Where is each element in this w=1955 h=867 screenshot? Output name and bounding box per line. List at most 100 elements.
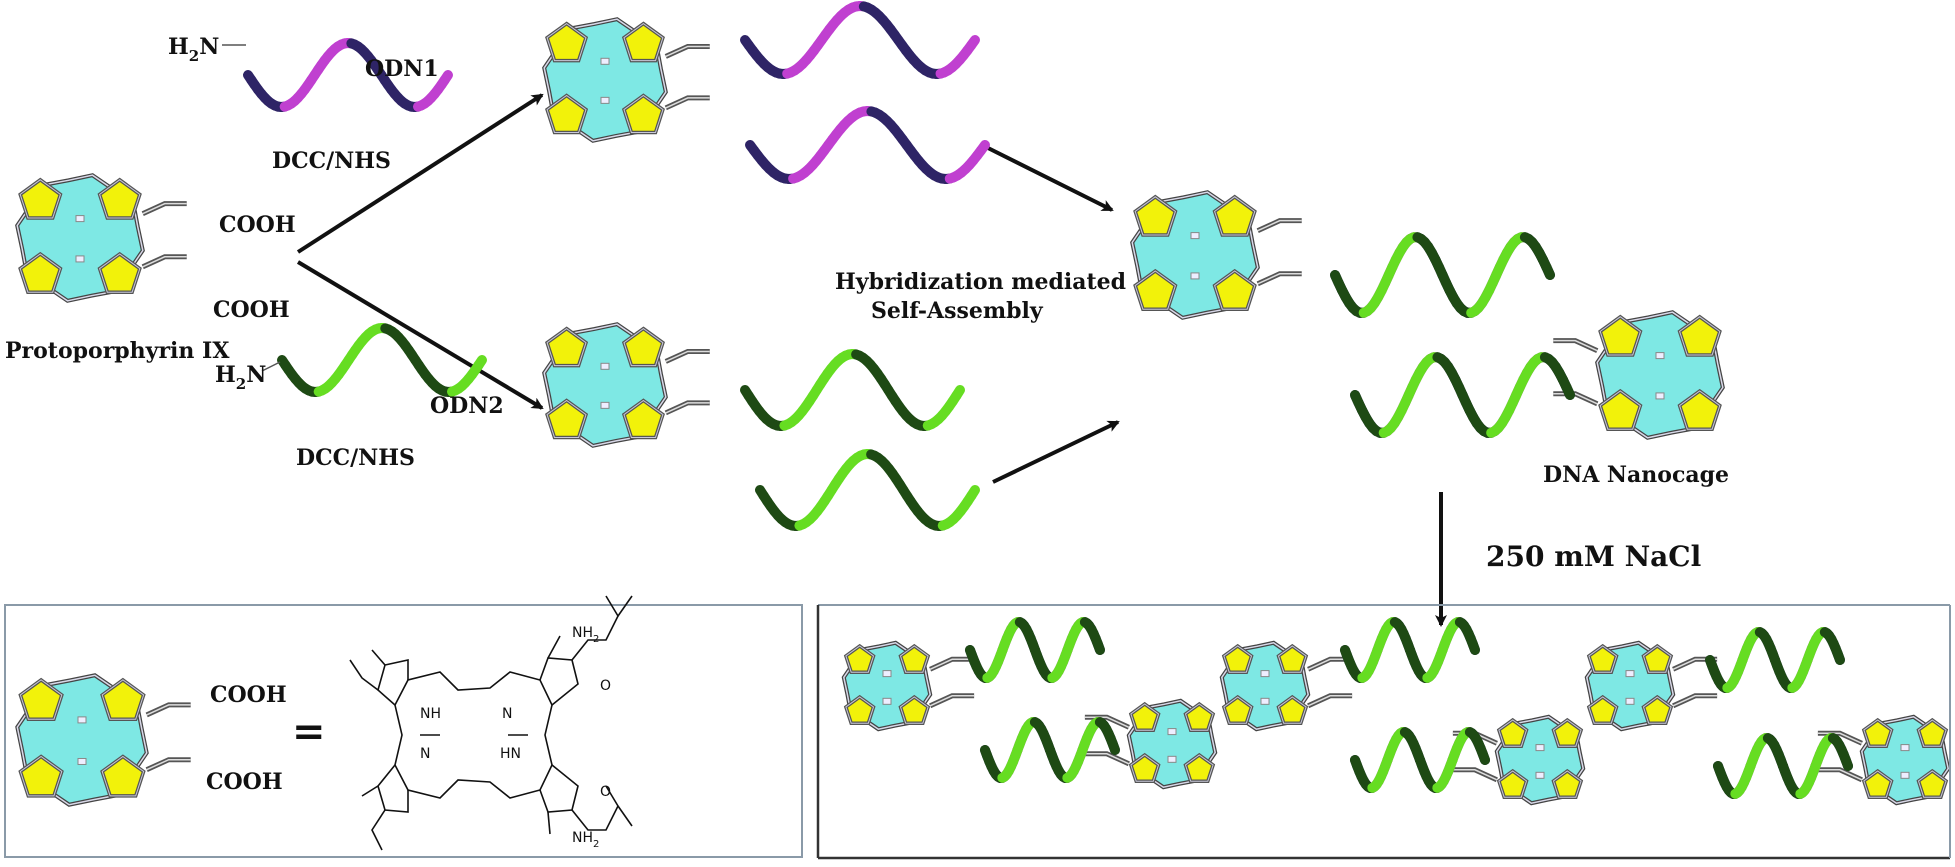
nanocage-porphyrin-right	[1553, 312, 1723, 438]
ribbon-segment	[971, 40, 975, 45]
hydrogen-atom	[1901, 745, 1909, 751]
hydrogen-atom	[78, 717, 86, 723]
odn2-label: ODN2	[430, 393, 504, 419]
dcc-nhs-label-1: DCC/NHS	[272, 148, 391, 174]
ribbon-segment	[1846, 760, 1848, 766]
hydrogen-atom	[1168, 756, 1176, 762]
protoporphyrin-label: Protoporphyrin IX	[5, 338, 230, 364]
structure-n-left: N	[420, 746, 430, 762]
nanochain-porphyrin-1	[844, 643, 974, 729]
protoporphyrin-molecule	[17, 175, 187, 301]
hybridization-label-line1: Hybridization mediated	[835, 269, 1126, 295]
nanochain-porphyrin-6	[1818, 717, 1948, 803]
ribbon-segment	[1566, 387, 1570, 395]
linker-bond	[1258, 221, 1302, 231]
hydrogen-atom	[601, 58, 609, 64]
ribbon-segment	[479, 360, 482, 365]
linker-bond	[1258, 274, 1302, 284]
linker-bond	[1453, 770, 1497, 780]
linker-bond	[1673, 696, 1717, 706]
linker-bond	[666, 46, 710, 56]
ribbon-segment	[1098, 644, 1100, 650]
ribbon-segment	[981, 145, 985, 150]
structure-nh-left: NH	[420, 706, 441, 722]
linker-bond	[147, 760, 191, 770]
hydrogen-atom	[1261, 698, 1269, 704]
porphyrin-odn1-conjugate	[544, 19, 710, 141]
porphyrin-odn2-conjugate	[544, 324, 710, 446]
arrow-odn1-to-nanocage	[988, 148, 1112, 210]
odn1-label: ODN1	[365, 56, 439, 82]
nanochain-duplex-1-b	[970, 622, 1100, 678]
linker-bond	[1553, 341, 1597, 351]
structure-n-right: N	[502, 706, 512, 722]
ribbon-segment	[1838, 654, 1840, 660]
hydrogen-atom	[1536, 745, 1544, 751]
linker-bond	[930, 659, 974, 669]
h2n-label-2: H2N	[215, 362, 266, 393]
legend-cooh-label-2: COOH	[206, 769, 283, 795]
ribbon-segment	[971, 490, 975, 496]
hydrogen-atom	[1626, 671, 1634, 677]
structure-o-top: O	[600, 678, 611, 694]
legend-cooh-label-1: COOH	[210, 682, 287, 708]
linker-bond	[143, 204, 187, 214]
hydrogen-atom	[1191, 273, 1199, 279]
hydrogen-atom	[1656, 353, 1664, 359]
hydrogen-atom	[601, 402, 609, 408]
ribbon-segment	[1483, 754, 1485, 760]
odn2-strand	[282, 328, 482, 392]
cooh-label-2: COOH	[213, 297, 290, 323]
hydrogen-atom	[1536, 772, 1544, 778]
hydrogen-atom	[601, 97, 609, 103]
odn2-conjugate-strand-top	[745, 354, 960, 426]
nanochain-duplex-6-b	[1718, 738, 1848, 794]
nanocage-porphyrin-left	[1132, 192, 1302, 318]
h2n-label-1: H2N	[168, 34, 219, 65]
ribbon-segment	[1113, 744, 1115, 750]
equals-sign: =	[292, 708, 326, 755]
nanochain-porphyrin-2	[1085, 701, 1215, 787]
odn1-conjugate-strand-top	[745, 6, 975, 74]
linker-bond	[1553, 394, 1597, 404]
dna-nanocage-label: DNA Nanocage	[1543, 462, 1729, 488]
hydrogen-atom	[883, 671, 891, 677]
nanochain-porphyrin-3	[1222, 643, 1352, 729]
hydrogen-atom	[883, 698, 891, 704]
nanocage-duplex-top-strand2	[1335, 237, 1550, 313]
linker-bond	[147, 705, 191, 715]
hydrogen-atom	[1626, 698, 1634, 704]
hydrogen-atom	[76, 256, 84, 262]
nanochain-duplex-5-b	[1710, 632, 1840, 688]
linker-bond	[930, 696, 974, 706]
hydrogen-atom	[78, 758, 86, 764]
nanochain-duplex-3-b	[1345, 622, 1475, 678]
nanochain-porphyrin-5	[1587, 643, 1717, 729]
odn2-conjugate-strand-bottom	[760, 454, 975, 526]
linker-bond	[143, 257, 187, 267]
porphyrin-group	[17, 19, 1948, 805]
hydrogen-atom	[1901, 772, 1909, 778]
hydrogen-atom	[76, 216, 84, 222]
hydrogen-atom	[1191, 233, 1199, 239]
ribbon-segment	[1546, 267, 1550, 275]
dcc-nhs-label-2: DCC/NHS	[296, 445, 415, 471]
legend-porphyrin	[17, 675, 190, 804]
ribbon-segment	[445, 75, 448, 80]
hydrogen-atom	[1261, 671, 1269, 677]
linker-bond	[666, 403, 710, 413]
linker-bond	[1818, 770, 1862, 780]
linker-bond	[666, 98, 710, 108]
linker-bond	[1085, 754, 1129, 764]
hybridization-label-line2: Self-Assembly	[871, 298, 1044, 324]
arrow-odn2-to-nanocage	[993, 422, 1118, 482]
linker-bond	[1308, 696, 1352, 706]
ribbon-segment	[1473, 644, 1475, 650]
nanocage-duplex-bottom-strand2	[1355, 357, 1570, 433]
linker-bond	[666, 351, 710, 361]
nanochain-duplex-4-b	[1355, 732, 1485, 788]
nacl-label: 250 mM NaCl	[1486, 540, 1701, 573]
structure-nh2-bottom: NH2	[572, 830, 599, 850]
